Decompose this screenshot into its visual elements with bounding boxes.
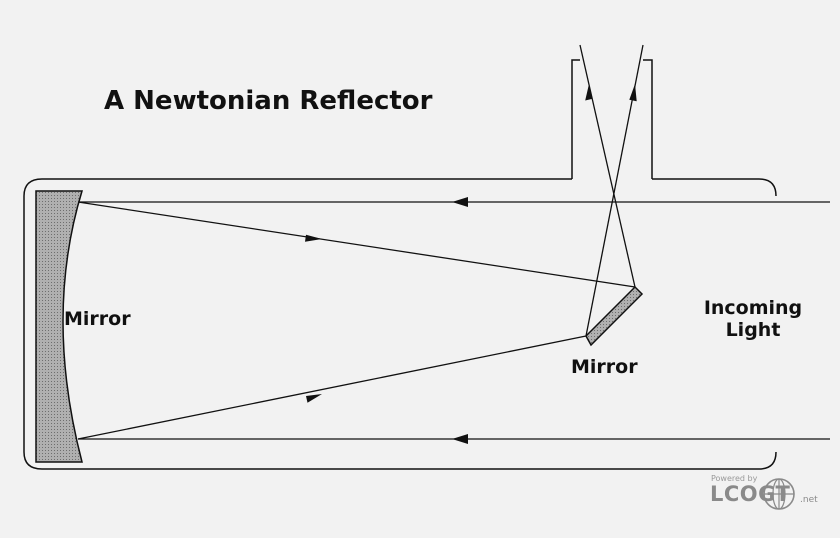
arrow-reflected-top [305, 234, 322, 242]
secondary-mirror [585, 285, 644, 347]
arrow-incoming-top [452, 197, 468, 207]
powered-by-text: Powered by [711, 474, 758, 483]
reflected-ray-top [77, 201, 636, 288]
arrow-incoming-bottom [452, 434, 468, 444]
lcogt-logo: LCOGT [710, 482, 791, 506]
arrow-reflected-bottom [306, 394, 322, 403]
reflected-ray-bottom [77, 335, 587, 440]
tube-outline [23, 178, 777, 470]
primary-mirror-label: Mirror [64, 308, 131, 330]
primary-mirror [35, 190, 84, 463]
arrow-eyepiece-b [629, 84, 637, 102]
eyepiece-ray-a [579, 44, 636, 288]
incoming-light-label: Incoming Light [703, 297, 803, 341]
arrow-eyepiece-a [585, 84, 593, 101]
diagram-title: A Newtonian Reflector [104, 86, 433, 116]
eyepiece-tube-right [643, 59, 653, 179]
lcogt-logo-suffix: .net [800, 495, 818, 505]
secondary-mirror-label: Mirror [571, 356, 638, 378]
eyepiece-tube [571, 59, 580, 179]
tube-outline-right-top [652, 178, 777, 197]
